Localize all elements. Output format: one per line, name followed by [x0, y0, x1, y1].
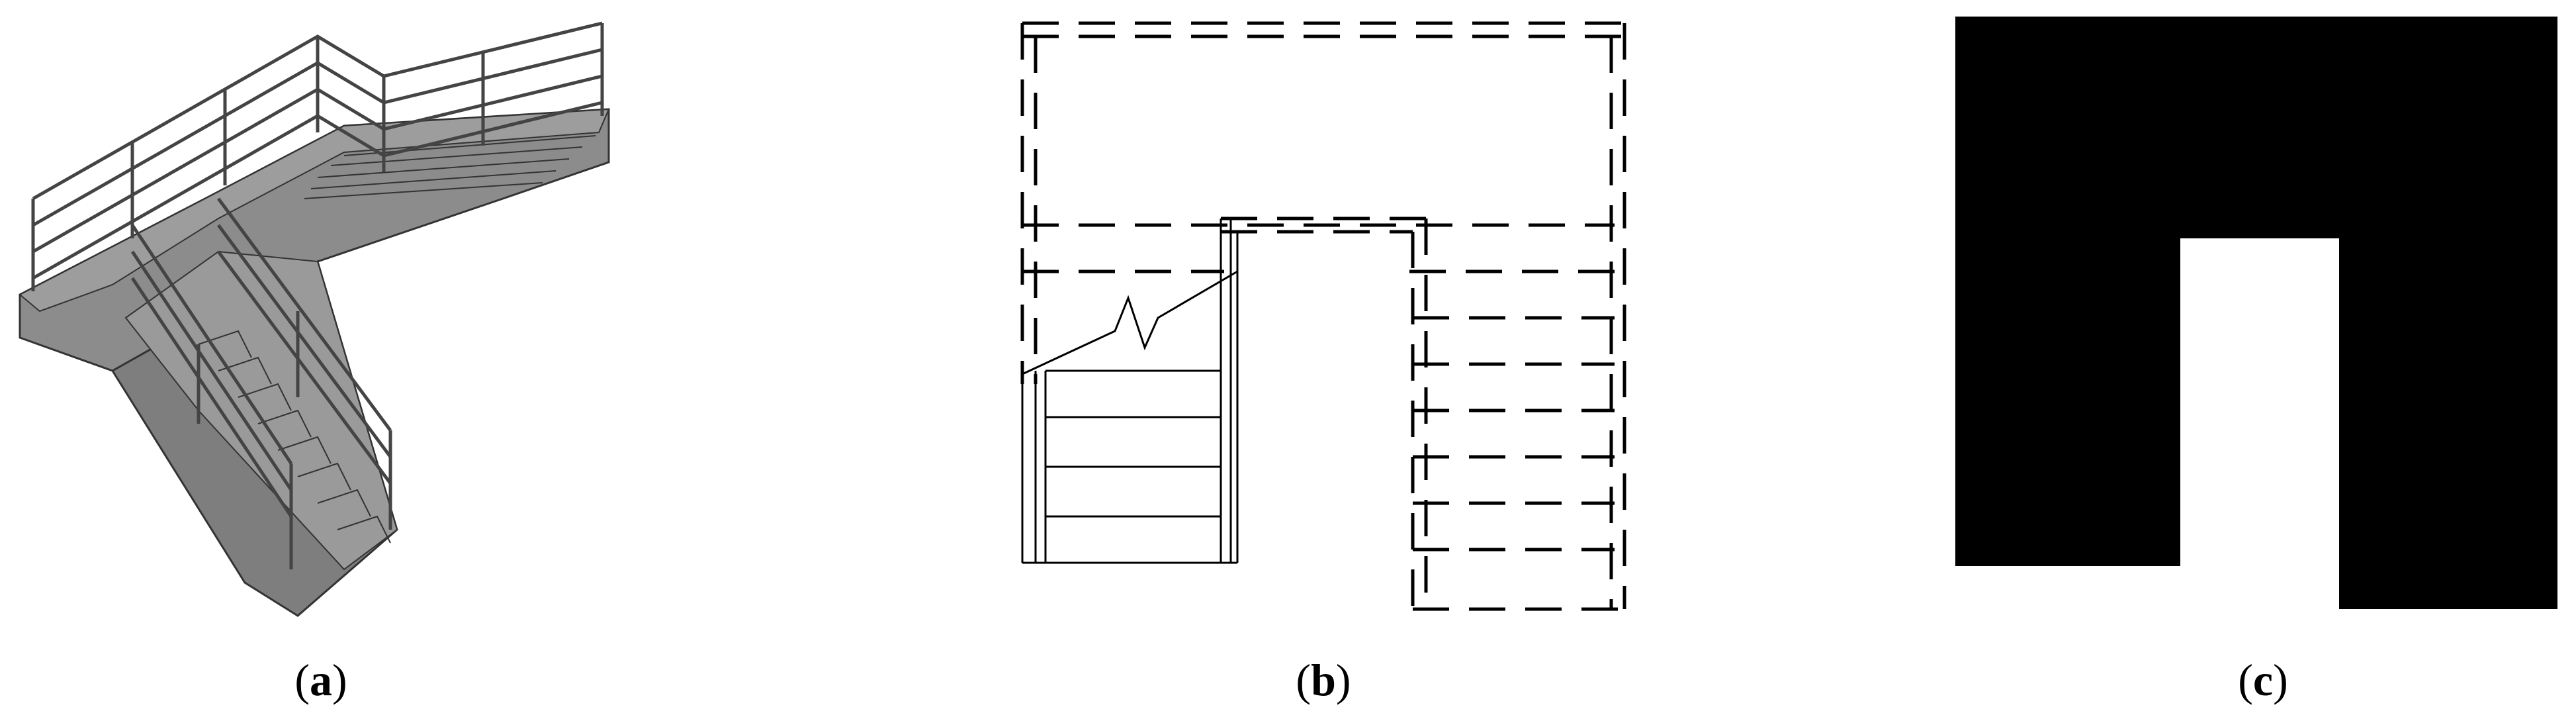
- caption-c: (c): [2238, 655, 2288, 705]
- plan-left-flight-solid: [1021, 218, 1239, 564]
- lower-treads: [198, 330, 391, 544]
- panel-a-stair-3d: [19, 21, 610, 617]
- plan-right-flight-dashed: [1221, 217, 1624, 611]
- plan-outer-dashed: [1020, 21, 1626, 609]
- upper-flight-top: [19, 108, 610, 313]
- break-line: [1022, 270, 1238, 375]
- mask-shape: [1955, 17, 2557, 609]
- caption-a: (a): [294, 655, 347, 705]
- caption-b: (b): [1296, 655, 1351, 705]
- panel-b-stair-plan: [1020, 21, 1626, 611]
- upper-treads: [304, 135, 596, 199]
- lower-handrail: [130, 197, 392, 569]
- panel-c-binary-mask: [1955, 17, 2557, 609]
- upper-handrail: [31, 21, 604, 291]
